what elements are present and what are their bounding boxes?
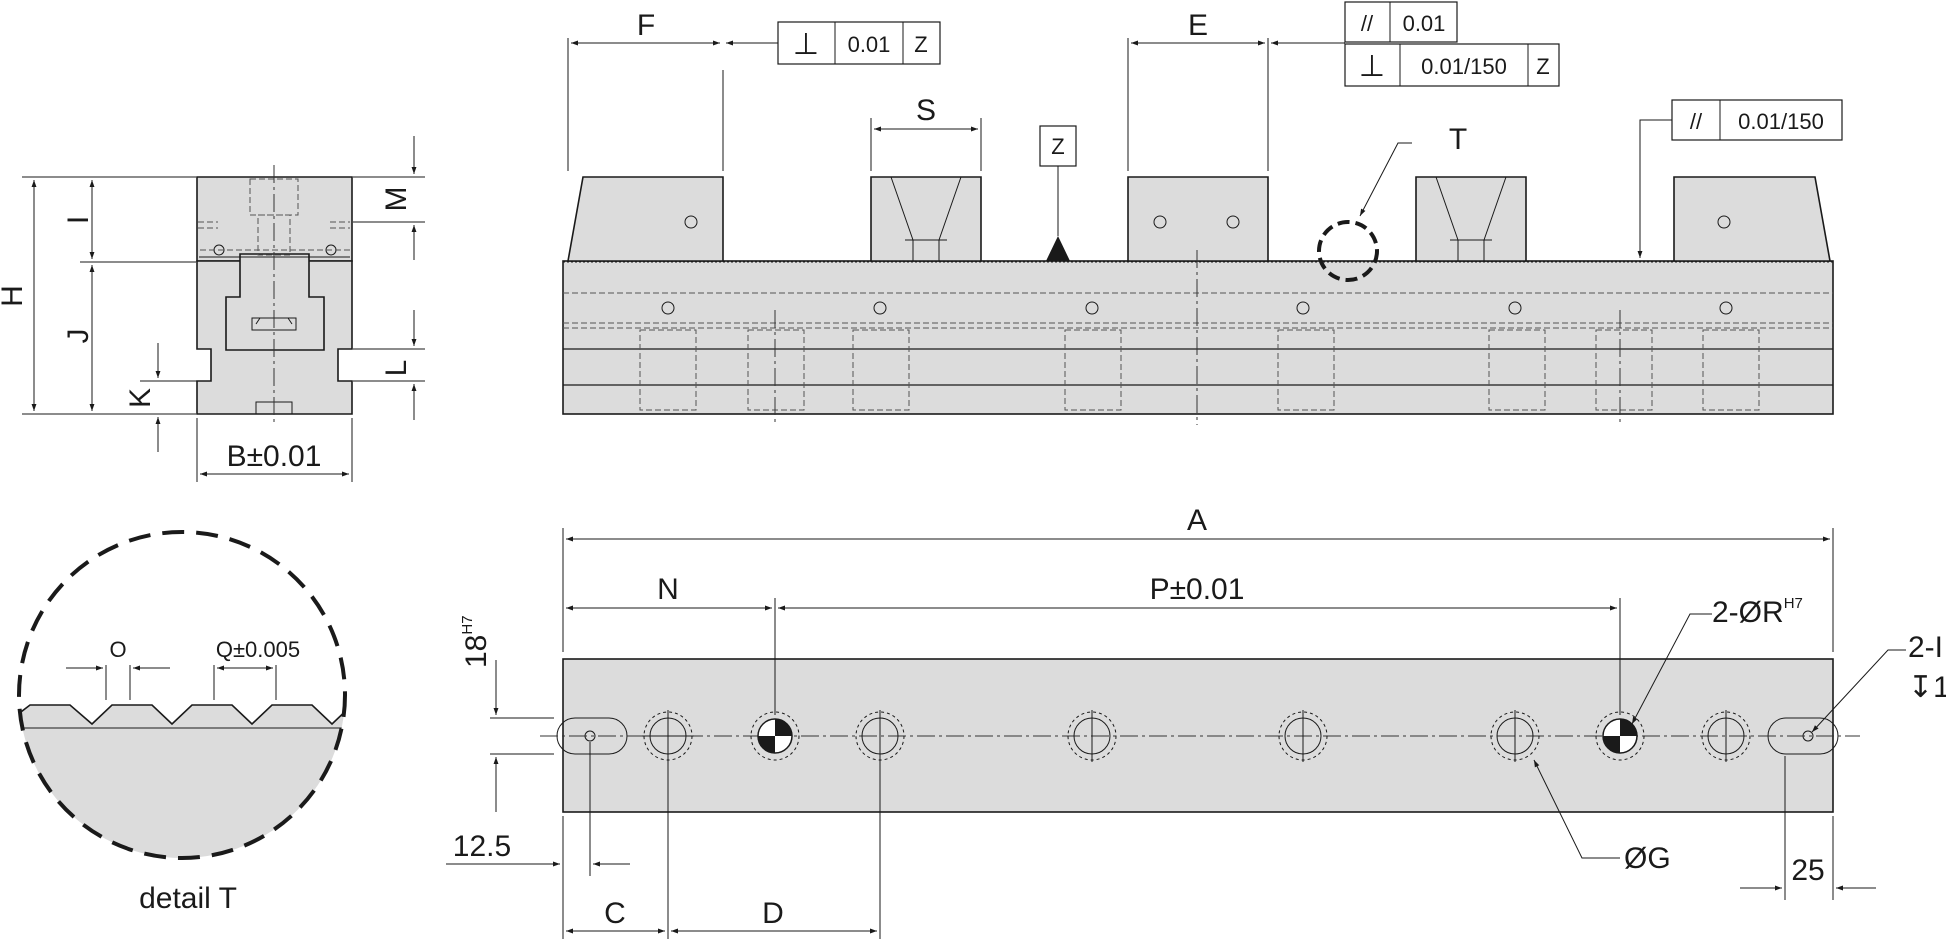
jaw-center-left (870, 176, 982, 262)
svg-text:⊥: ⊥ (1359, 50, 1385, 83)
dim-cut-label: 2-I (1908, 631, 1943, 664)
svg-text:Z: Z (914, 32, 927, 57)
dim-Q: Q±0.005 (216, 637, 300, 662)
dim-H: H (0, 285, 29, 307)
dim-25: 25 (1791, 854, 1824, 887)
dim-E: E (1188, 9, 1208, 42)
detail-T-circle (17, 530, 347, 860)
dim-J: J (62, 329, 95, 344)
dim-L: L (380, 360, 413, 377)
dim-cut-symbol: ↧1 (1908, 671, 1946, 704)
side-view-recess (225, 253, 325, 351)
dim-F: F (637, 9, 655, 42)
svg-text:0.01: 0.01 (1403, 11, 1446, 36)
dim-P: P±0.01 (1150, 573, 1245, 606)
datum-triangle (1046, 236, 1070, 261)
svg-text://: // (1690, 109, 1703, 134)
detail-T-view: O Q±0.005 detail T (17, 530, 347, 915)
dim-S: S (916, 94, 936, 127)
tolerance-frame-3: ⊥ 0.01/150 Z (1344, 43, 1560, 87)
front-view-rail (562, 260, 1834, 415)
jaw-left (567, 176, 724, 262)
svg-text:Z: Z (1536, 54, 1549, 79)
detail-T-marker (1317, 220, 1379, 282)
front-view: T F S Z E (562, 9, 1834, 425)
top-view-holes (642, 710, 1751, 762)
dim-R: 2-ØRH7 (1712, 595, 1803, 629)
svg-text:0.01/150: 0.01/150 (1738, 109, 1824, 134)
svg-text:0.01: 0.01 (848, 32, 891, 57)
tolerance-frame-2: // 0.01 (1344, 1, 1458, 43)
datum-Z-box (1039, 125, 1077, 167)
dim-M: M (380, 187, 413, 212)
datum-Z: Z (1051, 134, 1064, 159)
jaw-center (1127, 176, 1269, 262)
dim-T: T (1449, 123, 1467, 156)
dim-C: C (604, 897, 626, 930)
jaw-center-right (1415, 176, 1527, 262)
dim-B: B±0.01 (227, 440, 322, 473)
side-view: H I J K M L B±0.01 (0, 136, 425, 482)
tolerance-frame-4: // 0.01/150 (1671, 99, 1843, 141)
svg-text:0.01/150: 0.01/150 (1421, 54, 1507, 79)
dowel-pins (750, 711, 1645, 761)
dim-N: N (657, 573, 679, 606)
tolerance-frame-1: ⊥ 0.01 Z (777, 21, 941, 65)
top-view: A N P±0.01 2-ØRH7 2-I ↧1 ØG 18H7 12.5 C … (446, 504, 1946, 942)
dim-G: ØG (1624, 842, 1671, 875)
jaw-right (1673, 176, 1831, 262)
dim-12-5: 12.5 (453, 830, 511, 863)
dim-D: D (762, 897, 784, 930)
svg-text://: // (1361, 11, 1374, 36)
dim-K: K (124, 388, 157, 408)
dim-I: I (62, 216, 95, 224)
dim-O: O (109, 637, 126, 662)
detail-label: detail T (139, 882, 237, 915)
svg-text:⊥: ⊥ (793, 28, 819, 61)
dim-18: 18H7 (459, 615, 493, 668)
dim-A: A (1187, 504, 1207, 537)
